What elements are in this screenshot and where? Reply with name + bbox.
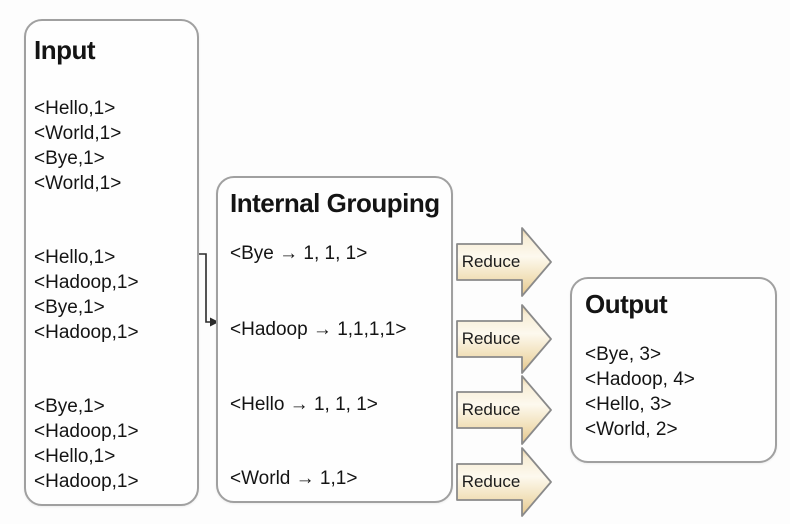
reduce-step-3: Reduce: [456, 375, 552, 445]
output-pair: <Hello, 3>: [585, 394, 672, 415]
grouping-row: <Hello → 1, 1, 1>: [230, 394, 378, 415]
reduce-step-1: Reduce: [456, 227, 552, 297]
grouping-row: <Bye → 1, 1, 1>: [230, 243, 368, 264]
grouping-row: <World → 1,1>: [230, 468, 358, 489]
reduce-label: Reduce: [461, 400, 521, 419]
reduce-label: Reduce: [461, 472, 521, 491]
input-pair: <World,1>: [34, 123, 122, 144]
output-box: Output <Bye, 3> <Hadoop, 4> <Hello, 3> <…: [570, 277, 777, 463]
output-title: Output: [585, 289, 668, 319]
output-pair: <Hadoop, 4>: [585, 369, 695, 390]
input-group-1: <Hello,1> <World,1> <Bye,1> <World,1>: [34, 96, 121, 196]
input-title: Input: [34, 35, 96, 65]
input-pair: <Hadoop,1>: [34, 272, 139, 293]
reduce-arrow-icon: [456, 375, 552, 445]
output-pair: <World, 2>: [585, 419, 678, 440]
output-pair: <Bye, 3>: [585, 344, 662, 365]
input-pair: <Bye,1>: [34, 297, 105, 318]
input-pair: <Bye,1>: [34, 148, 105, 169]
input-pair: <Hadoop,1>: [34, 421, 139, 442]
input-pair: <Bye,1>: [34, 396, 105, 417]
reduce-arrow-icon: [456, 227, 552, 297]
reduce-step-4: Reduce: [456, 447, 552, 517]
input-pair: <Hello,1>: [34, 247, 116, 268]
input-group-2: <Hello,1> <Hadoop,1> <Bye,1> <Hadoop,1>: [34, 245, 139, 345]
reduce-step-2: Reduce: [456, 304, 552, 374]
input-pair: <Hadoop,1>: [34, 322, 139, 343]
grouping-row: <Hadoop → 1,1,1,1>: [230, 319, 407, 340]
input-pair: <World,1>: [34, 173, 122, 194]
reduce-arrow-icon: [456, 304, 552, 374]
internal-grouping-title: Internal Grouping: [230, 188, 440, 218]
input-pair: <Hello,1>: [34, 98, 116, 119]
reduce-label: Reduce: [461, 252, 521, 271]
reduce-label: Reduce: [461, 329, 521, 348]
input-pair: <Hadoop,1>: [34, 471, 139, 492]
output-rows: <Bye, 3> <Hadoop, 4> <Hello, 3> <World, …: [585, 342, 695, 442]
internal-grouping-box: Internal Grouping <Bye → 1, 1, 1> <Hadoo…: [216, 176, 453, 503]
input-group-3: <Bye,1> <Hadoop,1> <Hello,1> <Hadoop,1>: [34, 394, 139, 494]
input-box: Input <Hello,1> <World,1> <Bye,1> <World…: [24, 19, 199, 506]
input-pair: <Hello,1>: [34, 446, 116, 467]
reduce-arrow-icon: [456, 447, 552, 517]
